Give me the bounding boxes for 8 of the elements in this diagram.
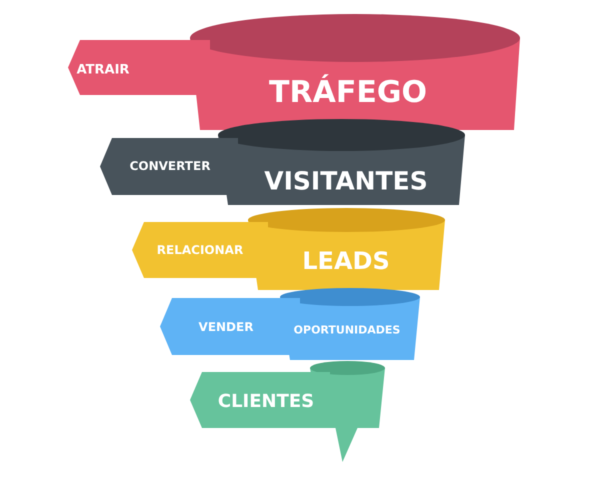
stage-action: CONVERTER [130,160,210,172]
stage-label: LEADS [302,249,390,273]
stage-label: CLIENTES [218,393,314,411]
stage-action: RELACIONAR [156,244,244,256]
stage-label: VISITANTES [264,168,428,194]
stage-label: OPORTUNIDADES [294,324,400,336]
stage-action: ATRAIR [76,64,130,76]
stage-action: VENDER [198,321,254,333]
